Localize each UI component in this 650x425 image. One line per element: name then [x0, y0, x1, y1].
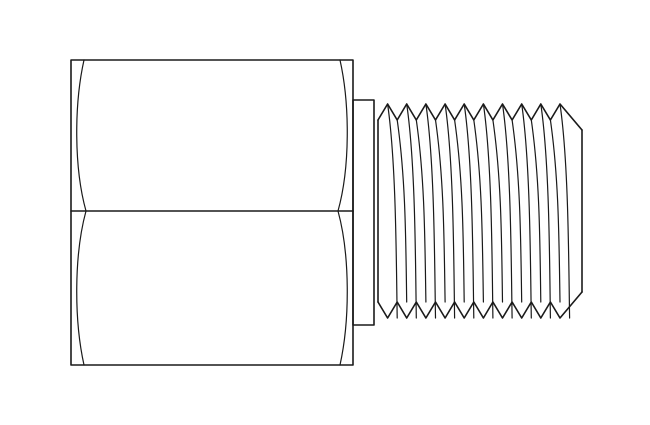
thread-root-line — [415, 119, 427, 303]
thread-crest-line — [463, 103, 475, 319]
thread-root-line — [396, 119, 408, 303]
hex-right-upper-chamfer — [337, 59, 348, 212]
thread-crest-line — [482, 103, 494, 319]
thread-crest-line — [521, 103, 532, 319]
hex-body-outline — [70, 59, 354, 366]
thread-root-line — [473, 119, 484, 303]
thread-crest-line — [559, 103, 571, 319]
thread-root-line — [492, 119, 504, 303]
thread-root-line — [530, 119, 542, 303]
thread-crest-line — [540, 103, 551, 319]
thread-root-line — [511, 119, 523, 303]
hex-right-lower-chamfer — [337, 210, 348, 366]
thread-root-line — [434, 119, 446, 303]
thread-root-line — [454, 119, 465, 303]
thread-bottom-profile — [377, 291, 583, 319]
male-thread — [377, 103, 583, 319]
hex-left-lower-chamfer — [76, 210, 87, 366]
thread-crest-line — [425, 103, 437, 319]
thread-crest-line — [444, 103, 456, 319]
shoulder-neck — [352, 99, 375, 326]
thread-crest-line — [501, 103, 513, 319]
hex-left-upper-chamfer — [76, 59, 87, 212]
thread-crest-line — [387, 103, 398, 319]
hex-body — [70, 59, 354, 366]
thread-crest-line — [406, 103, 417, 319]
thread-root-line — [549, 119, 561, 303]
